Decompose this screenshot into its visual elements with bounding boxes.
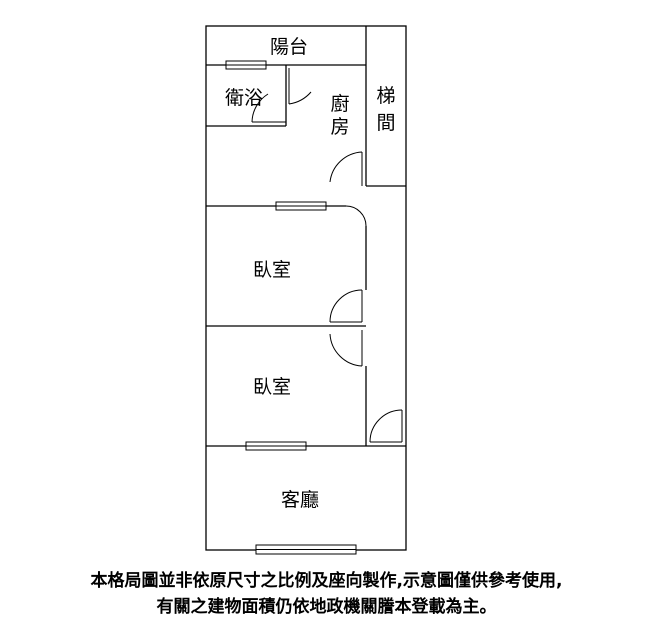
kitchen-label-top: 廚 bbox=[330, 92, 349, 115]
balcony-window bbox=[225, 60, 267, 70]
bathroom-label: 衛浴 bbox=[225, 87, 263, 109]
bathroom-door bbox=[251, 68, 312, 123]
stairs-label-top: 梯 bbox=[376, 85, 395, 107]
disclaimer-line-2: 有關之建物面積仍依地政機關謄本登載為主。 bbox=[156, 597, 497, 617]
bedroom1-entry-door bbox=[345, 205, 367, 227]
bedroom2-window bbox=[245, 441, 307, 451]
bedroom2-label: 臥室 bbox=[253, 376, 291, 398]
living-room-door bbox=[369, 409, 403, 443]
bedroom2-door bbox=[329, 330, 363, 367]
living-room-label: 客廳 bbox=[281, 489, 319, 511]
bedroom1-window bbox=[275, 201, 327, 211]
living-room-window bbox=[255, 544, 357, 555]
disclaimer-line-1: 本格局圖並非依原尺寸之比例及座向製作,示意圖僅供參考使用, bbox=[90, 571, 563, 591]
kitchen-door bbox=[329, 151, 363, 186]
bedroom1-door bbox=[329, 289, 363, 323]
bedroom1-label: 臥室 bbox=[253, 259, 291, 281]
floor-plan: 陽台 衛浴 廚 房 梯 間 臥室 臥室 客廳 bbox=[205, 25, 407, 555]
stairs-label-bottom: 間 bbox=[376, 112, 395, 134]
balcony-label: 陽台 bbox=[270, 36, 308, 58]
kitchen-label-bottom: 房 bbox=[330, 116, 349, 138]
